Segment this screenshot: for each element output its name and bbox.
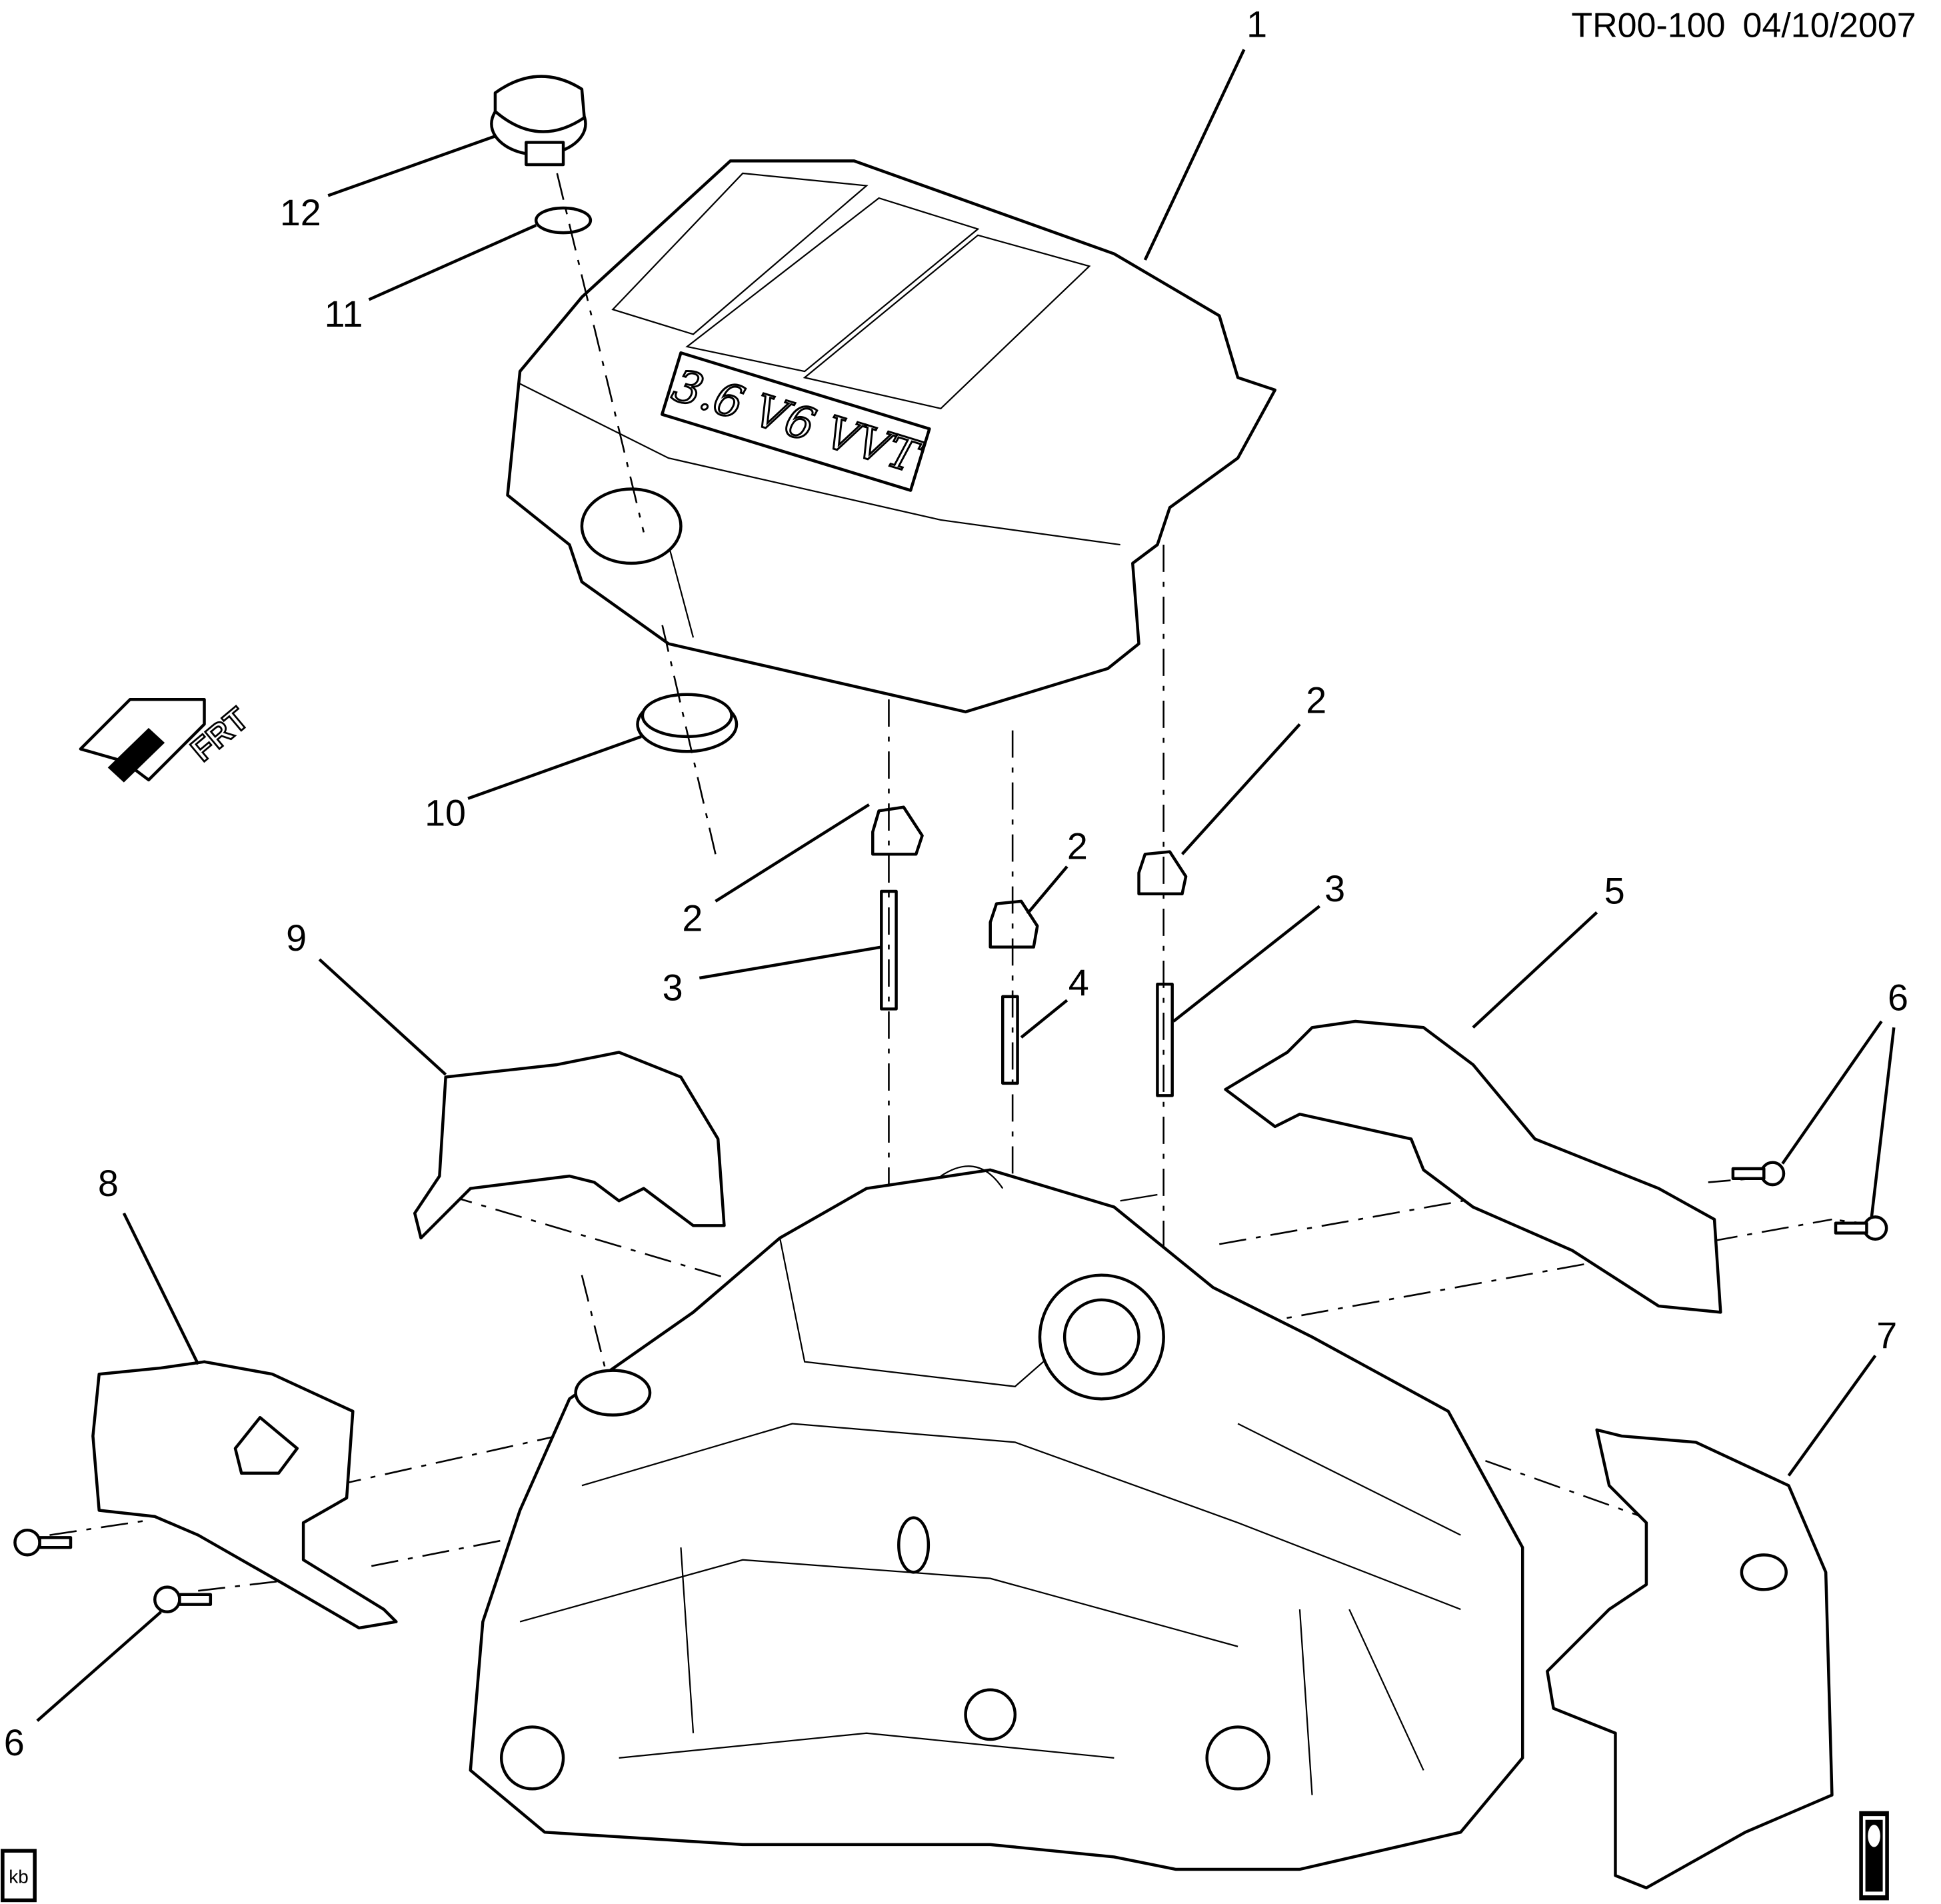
heat-shield-9 <box>413 1051 726 1240</box>
grommet-2b <box>988 899 1039 949</box>
callout-labels: 1 12 11 10 2 2 2 3 3 4 5 6 9 8 7 6 <box>4 4 1908 1763</box>
leader-lines <box>36 49 1896 1722</box>
oil-filler-cap <box>490 75 587 167</box>
grommet-2a <box>871 805 924 856</box>
gm-spo-logo <box>1859 1811 1889 1901</box>
stud-3a <box>880 889 898 1011</box>
callout-6: 6 <box>1888 977 1908 1018</box>
o-ring <box>534 206 593 235</box>
callout-6: 6 <box>4 1722 25 1763</box>
engine-assembly <box>469 1165 1524 1871</box>
callout-12: 12 <box>280 192 321 233</box>
heat-shield-8-hole <box>233 1415 299 1475</box>
heat-shield-8 <box>91 1360 398 1630</box>
callout-2: 2 <box>682 897 703 939</box>
front-direction-arrow: FRT <box>79 697 256 783</box>
callout-2: 2 <box>1306 680 1326 721</box>
callout-4: 4 <box>1068 962 1089 1003</box>
grommet <box>636 693 739 753</box>
callout-10: 10 <box>425 793 466 834</box>
callout-1: 1 <box>1246 4 1267 45</box>
callout-11: 11 <box>325 293 363 335</box>
stud-3b <box>1156 983 1174 1097</box>
bolt-6b <box>1834 1215 1888 1241</box>
callout-2: 2 <box>1067 826 1088 867</box>
bolt-6d <box>153 1585 213 1613</box>
heat-shield-5 <box>1224 1019 1722 1314</box>
callout-5: 5 <box>1604 871 1625 912</box>
engine-cover: 3.6 V6 VVT <box>506 159 1277 713</box>
heat-shield-7 <box>1546 1428 1834 1890</box>
svg-text:kb: kb <box>9 1866 28 1887</box>
initials-badge: kb <box>1 1849 37 1903</box>
callout-3: 3 <box>1324 868 1345 909</box>
bolt-6a <box>1731 1161 1786 1187</box>
callout-8: 8 <box>98 1163 119 1204</box>
callout-9: 9 <box>286 917 307 959</box>
stud-4 <box>1001 995 1019 1085</box>
bolt-6c <box>13 1528 73 1557</box>
callout-7: 7 <box>1876 1315 1897 1356</box>
grommet-2c <box>1137 850 1188 895</box>
callout-3: 3 <box>663 967 683 1008</box>
